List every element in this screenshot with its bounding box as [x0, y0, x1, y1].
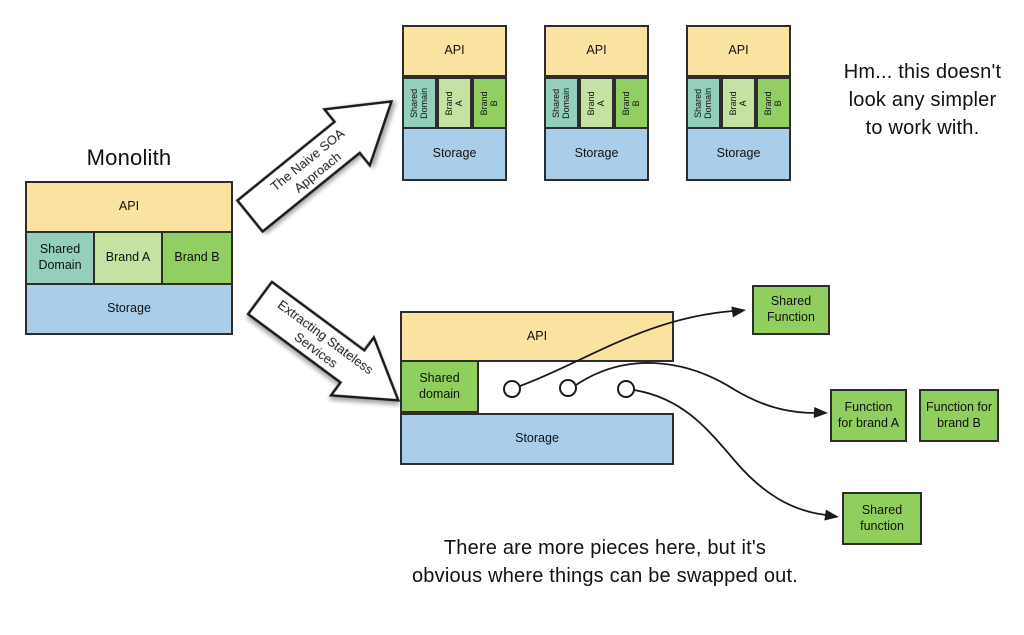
stack3-shared-domain-box: Shared Domain	[686, 77, 721, 129]
socket-2-icon	[559, 379, 577, 397]
bottom-caption-line2: obvious where things can be swapped out.	[411, 565, 799, 587]
hm-caption-line3: to work with.	[865, 117, 980, 139]
stack3-brand-a-label: Brand A	[728, 90, 749, 116]
shared-function-bottom-box: Shared function	[842, 492, 922, 545]
hm-caption-line1: Hm... this doesn't	[843, 61, 1002, 83]
extracted-api-box: API	[400, 311, 674, 362]
stack3-brand-b-label: Brand B	[763, 90, 784, 116]
naive-soa-arrow: The Naive SOA Approach	[235, 99, 394, 234]
stack2-shared-domain-box: Shared Domain	[544, 77, 579, 129]
monolith-brand-b-box: Brand B	[163, 233, 233, 285]
stack1-brand-b-label: Brand B	[479, 90, 500, 116]
monolith-api-box: API	[25, 181, 233, 233]
naive-soa-arrow-shape	[235, 99, 394, 234]
stack2-brand-b-label: Brand B	[621, 90, 642, 116]
hm-caption-line2: look any simpler	[848, 89, 997, 111]
extracted-shared-domain-box: Shared domain	[400, 362, 479, 413]
socket-3-icon	[617, 380, 635, 398]
stack3-api-box: API	[686, 25, 791, 77]
bottom-caption-line1: There are more pieces here, but it's	[443, 537, 767, 559]
extracting-services-arrow-label-line2: Services	[292, 329, 341, 371]
extracting-services-arrow-label-line1: Extracting Stateless	[275, 297, 377, 378]
arrowhead-shared-function-top	[731, 306, 746, 318]
stack1-api-box: API	[402, 25, 507, 77]
stack1-brand-a-box: Brand A	[437, 77, 472, 129]
shared-function-top-box: Shared Function	[752, 285, 830, 335]
arrowhead-function-brand-a	[813, 407, 828, 419]
stack3-brand-b-box: Brand B	[756, 77, 791, 129]
extracting-services-arrow-shape	[246, 280, 401, 402]
hm-caption: Hm... this doesn't look any simpler to w…	[815, 58, 1024, 142]
monolith-brand-a-box: Brand A	[95, 233, 163, 285]
function-brand-a-box: Function for brand A	[830, 389, 907, 442]
monolith-shared-domain-box: Shared Domain	[25, 233, 95, 285]
stack1-shared-domain-label: Shared Domain	[409, 87, 430, 119]
naive-soa-arrow-label-line1: The Naive SOA	[268, 125, 348, 194]
stack3-storage-box: Storage	[686, 129, 791, 181]
connector-to-function-brand-a	[575, 362, 817, 414]
arrowhead-shared-function-bottom	[824, 509, 839, 521]
stack1-brand-a-label: Brand A	[444, 90, 465, 116]
stack2-shared-domain-label: Shared Domain	[551, 87, 572, 119]
stack1-brand-b-box: Brand B	[472, 77, 507, 129]
stack1-storage-box: Storage	[402, 129, 507, 181]
monolith-title: Monolith	[86, 145, 172, 170]
naive-soa-arrow-label-line2: Approach	[291, 149, 344, 196]
stack2-brand-a-label: Brand A	[586, 90, 607, 116]
socket-1-icon	[503, 380, 521, 398]
stack2-brand-a-box: Brand A	[579, 77, 614, 129]
stack3-shared-domain-label: Shared Domain	[693, 87, 714, 119]
monolith-storage-box: Storage	[25, 285, 233, 335]
stack2-storage-box: Storage	[544, 129, 649, 181]
bottom-caption: There are more pieces here, but it's obv…	[385, 534, 825, 590]
function-brand-b-box: Function for brand B	[919, 389, 999, 442]
stack1-shared-domain-box: Shared Domain	[402, 77, 437, 129]
stack2-api-box: API	[544, 25, 649, 77]
extracting-services-arrow: Extracting Stateless Services	[246, 280, 401, 402]
stack3-brand-a-box: Brand A	[721, 77, 756, 129]
stack2-brand-b-box: Brand B	[614, 77, 649, 129]
extracted-storage-box: Storage	[400, 413, 674, 465]
